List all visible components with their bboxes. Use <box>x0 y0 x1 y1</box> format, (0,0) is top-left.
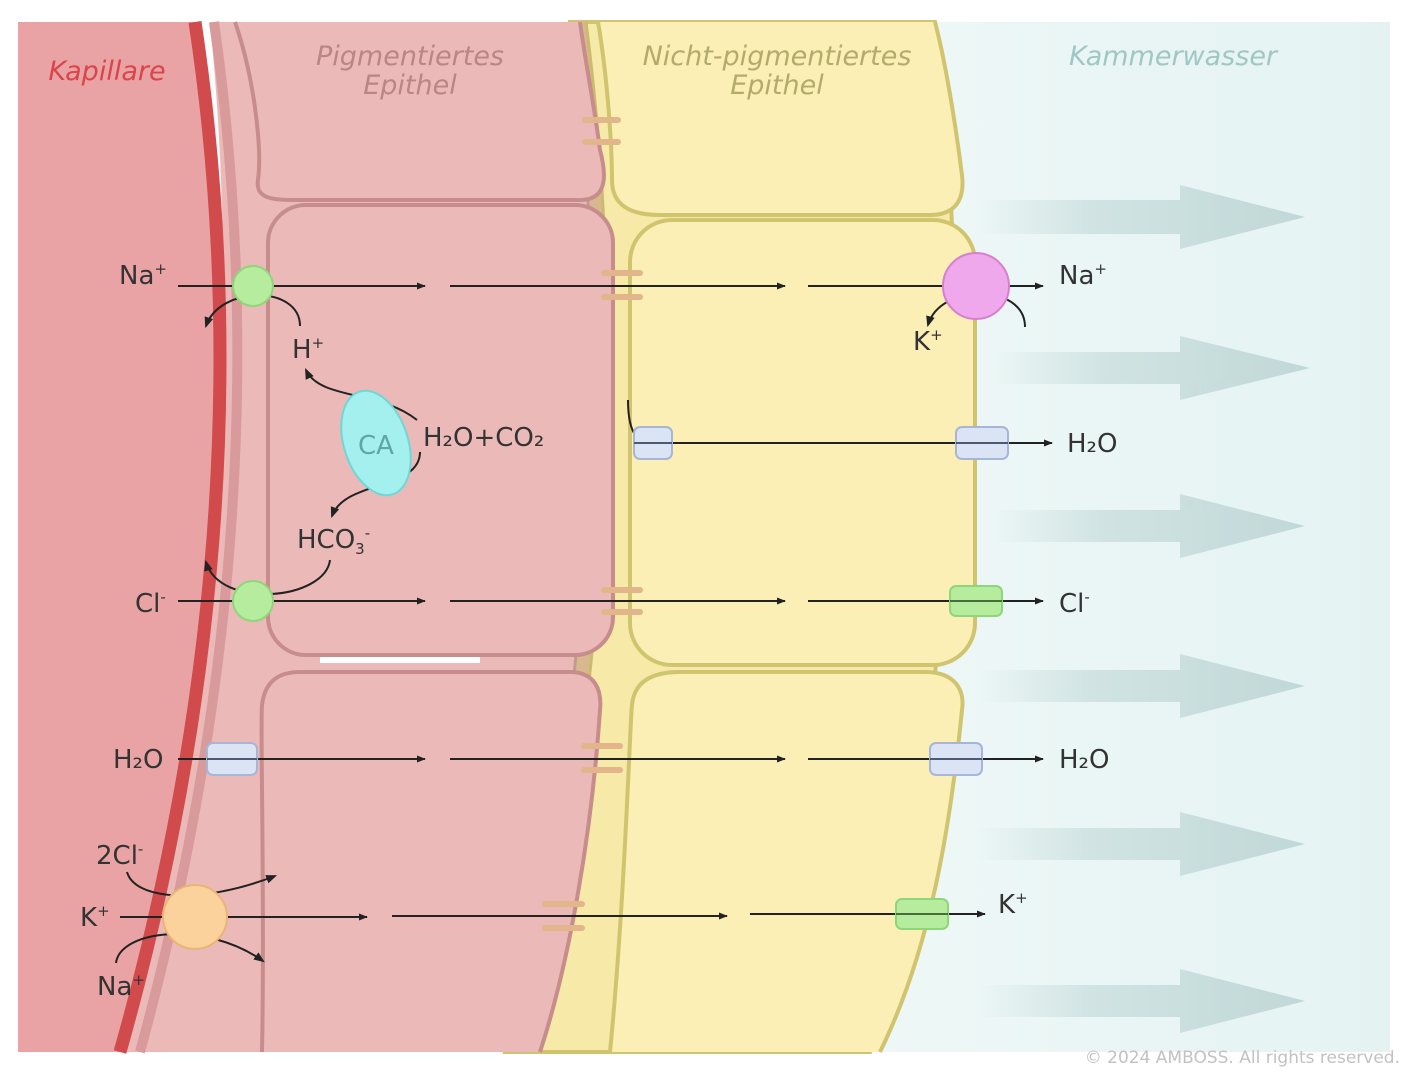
pigmented-cells <box>233 21 615 1053</box>
copyright-notice: © 2024 AMBOSS. All rights reserved. <box>1085 1048 1400 1068</box>
cl-hco3-exchanger <box>232 580 274 622</box>
label-k-in: K+ <box>80 902 110 933</box>
flow-arrow <box>990 336 1310 400</box>
region-title-pigmented-line2: Epithel <box>363 70 457 101</box>
label-h: H+ <box>292 334 324 365</box>
label-hco3: HCO3- <box>297 524 370 558</box>
label-na-in: Na+ <box>119 260 167 291</box>
region-title-capillary: Kapillare <box>48 56 165 87</box>
capillary-region <box>18 22 220 1052</box>
aqueous-flow-arrows <box>975 185 1310 1033</box>
label-h2o-out: H₂O <box>1059 745 1109 775</box>
region-title-pigmented-line1: Pigmentiertes <box>316 41 504 72</box>
label-na-out: Na+ <box>1059 260 1107 291</box>
label-cl-out: Cl- <box>1059 588 1090 619</box>
flow-arrow <box>975 812 1305 876</box>
carbonic-anhydrase-enzyme <box>340 389 412 497</box>
non-pigmented-cells <box>596 21 977 1053</box>
capillary-wall <box>113 21 227 1054</box>
region-title-non-pigmented-line2: Epithel <box>730 70 824 101</box>
tight-junction-bar <box>320 657 480 663</box>
label-h2o-mid: H₂O <box>1067 429 1117 459</box>
label-h2o-in: H₂O <box>113 745 163 775</box>
label-k-out: K+ <box>998 889 1028 920</box>
transport-arrows <box>115 282 1053 964</box>
label-2cl: 2Cl- <box>96 840 143 871</box>
region-title-non-pigmented-line1: Nicht-pigmentiertes <box>643 41 912 72</box>
na-k-atpase-pump <box>942 252 1010 320</box>
label-cl-in: Cl- <box>135 588 166 619</box>
flow-arrow <box>975 654 1305 718</box>
label-k-exchange: K+ <box>913 326 943 357</box>
nkcc-cotransporter <box>162 884 228 950</box>
na-h-exchanger <box>232 265 274 307</box>
junction-markers <box>542 117 643 931</box>
enzyme-label: CA <box>358 431 394 461</box>
region-title-aqueous: Kammerwasser <box>1069 41 1279 72</box>
label-na-bottom: Na+ <box>97 971 145 1002</box>
flow-arrow <box>990 494 1305 558</box>
flow-arrow <box>975 185 1305 249</box>
label-reaction: H₂O+CO₂ <box>423 423 544 453</box>
flow-arrow <box>975 969 1305 1033</box>
